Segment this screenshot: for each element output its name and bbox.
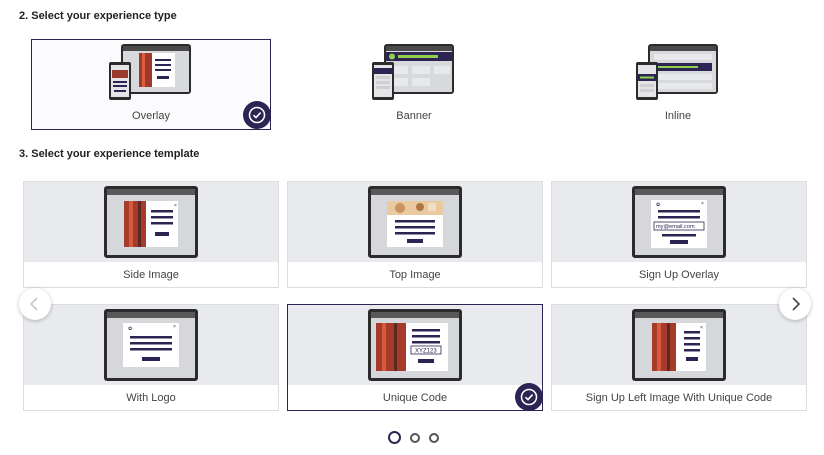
selected-check-icon [243,101,271,129]
template-thumbnail: × [552,305,806,385]
template-card-label: Side Image [123,269,179,281]
carousel-pagination [388,431,439,444]
pagination-dot-1[interactable] [388,431,401,444]
template-card-label: With Logo [126,392,176,404]
chevron-left-icon [29,297,38,311]
template-thumbnail: × [24,182,278,262]
template-card-sign-up-overlay[interactable]: ✿ × my@email.com Sign Up Overlay [551,181,807,288]
template-card-label: Top Image [389,269,441,281]
inline-illustration [559,44,797,102]
template-card-label: Unique Code [382,392,448,404]
template-thumbnail: XYZ123 [288,305,542,385]
carousel-next-button[interactable] [779,288,811,320]
type-card-label: Inline [664,110,692,122]
sample-email-text: my@email.com [656,224,695,230]
banner-illustration [295,44,533,102]
pagination-dot-2[interactable] [410,432,420,443]
overlay-illustration [32,44,270,102]
type-card-label: Overlay [132,110,170,122]
template-card-sign-up-left-image-unique-code[interactable]: × Sign Up Left Image With Unique Code [551,304,807,411]
svg-text:✿: ✿ [128,326,132,332]
template-card-label: Sign Up Left Image With Unique Code [585,392,773,404]
sample-code-text: XYZ123 [415,349,437,355]
experience-template-heading: 3. Select your experience template [19,148,200,160]
carousel-prev-button[interactable] [19,288,51,320]
svg-text:×: × [173,324,176,330]
svg-text:×: × [701,201,704,207]
chevron-right-icon [792,297,801,311]
type-card-banner[interactable]: Banner [294,39,534,130]
template-card-label: Sign Up Overlay [638,269,720,281]
type-card-overlay[interactable]: Overlay [31,39,271,130]
template-thumbnail: ✿ × my@email.com [552,182,806,262]
type-card-inline[interactable]: Inline [558,39,798,130]
template-card-unique-code[interactable]: XYZ123 Unique Code [287,304,543,411]
template-thumbnail: ✿ × [24,305,278,385]
template-thumbnail [288,182,542,262]
experience-type-heading: 2. Select your experience type [19,10,177,22]
svg-text:×: × [700,325,703,331]
type-card-label: Banner [396,110,432,122]
svg-text:×: × [174,203,177,209]
template-card-side-image[interactable]: × Side Image [23,181,279,288]
template-card-top-image[interactable]: Top Image [287,181,543,288]
pagination-dot-3[interactable] [429,432,439,443]
svg-text:✿: ✿ [656,202,660,208]
template-card-with-logo[interactable]: ✿ × With Logo [23,304,279,411]
selected-check-icon [515,383,543,411]
